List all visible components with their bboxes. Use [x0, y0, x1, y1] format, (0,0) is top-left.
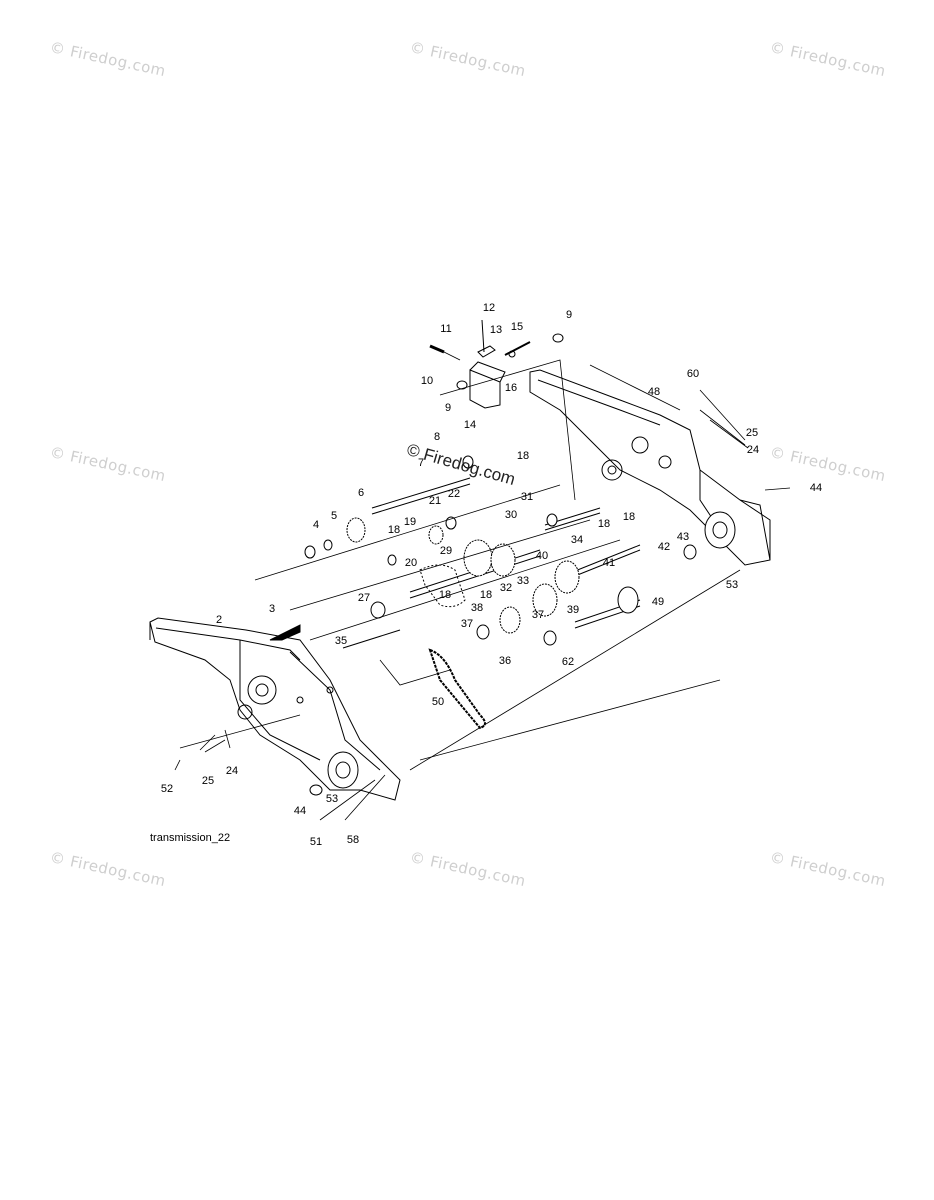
callout-16: 16 [504, 382, 518, 394]
callout-11: 11 [440, 323, 452, 335]
callout-18-a: 18 [516, 450, 530, 462]
callout-4: 4 [312, 519, 320, 531]
callout-18-e: 18 [479, 589, 493, 601]
callout-44-right: 44 [809, 482, 823, 494]
callout-3: 3 [268, 603, 276, 615]
left-housing [149, 617, 401, 801]
callout-37-right: 37 [531, 609, 545, 621]
callout-34: 34 [570, 534, 584, 546]
callout-18-c: 18 [597, 518, 611, 530]
callout-29: 29 [439, 545, 453, 557]
callout-41: 41 [602, 557, 616, 569]
callout-35: 35 [334, 635, 348, 647]
callout-25-right: 25 [745, 427, 759, 439]
callout-5: 5 [330, 510, 338, 522]
callout-37-left: 37 [460, 618, 474, 630]
callout-42: 42 [657, 541, 671, 553]
callout-21: 21 [428, 495, 442, 507]
callout-40: 40 [535, 550, 549, 562]
callout-20: 20 [404, 557, 418, 569]
callout-24-right: 24 [746, 444, 760, 456]
callout-13: 13 [489, 324, 503, 336]
callout-19: 19 [403, 516, 417, 528]
left-pulley [309, 751, 359, 796]
callout-53-left: 53 [325, 793, 339, 805]
callout-6: 6 [357, 487, 365, 499]
callout-9-left: 9 [444, 402, 452, 414]
callout-18-f: 18 [438, 589, 452, 601]
callout-7: 7 [417, 457, 425, 469]
diagram-caption: transmission_22 [150, 832, 231, 844]
callout-27: 27 [357, 592, 371, 604]
callout-31: 31 [520, 491, 534, 503]
callout-32: 32 [499, 582, 513, 594]
callout-24-left: 24 [225, 765, 239, 777]
callout-36: 36 [498, 655, 512, 667]
callout-25-left: 25 [201, 775, 215, 787]
callout-58: 58 [346, 834, 360, 846]
callout-12: 12 [482, 302, 496, 314]
callout-8: 8 [433, 431, 441, 443]
callout-48: 48 [647, 386, 661, 398]
callout-33: 33 [516, 575, 530, 587]
right-housing [529, 369, 771, 566]
callout-18-d: 18 [622, 511, 636, 523]
callout-9-top: 9 [565, 309, 573, 321]
callout-2: 2 [215, 614, 223, 626]
callout-62: 62 [561, 656, 575, 668]
chains [419, 564, 486, 730]
callout-22: 22 [447, 488, 461, 500]
callout-52: 52 [160, 783, 174, 795]
leader-lines [174, 349, 791, 821]
callout-53-right: 53 [725, 579, 739, 591]
callout-50: 50 [431, 696, 445, 708]
callout-10: 10 [420, 375, 434, 387]
callout-60: 60 [686, 368, 700, 380]
callout-44-left: 44 [293, 805, 307, 817]
callout-49: 49 [651, 596, 665, 608]
callout-30: 30 [504, 509, 518, 521]
callout-18-b: 18 [387, 524, 401, 536]
callout-14: 14 [463, 419, 477, 431]
callout-43: 43 [676, 531, 690, 543]
callout-39: 39 [566, 604, 580, 616]
callout-15: 15 [510, 321, 524, 333]
callout-38: 38 [470, 602, 484, 614]
callout-51: 51 [309, 836, 323, 848]
gears [304, 455, 697, 646]
